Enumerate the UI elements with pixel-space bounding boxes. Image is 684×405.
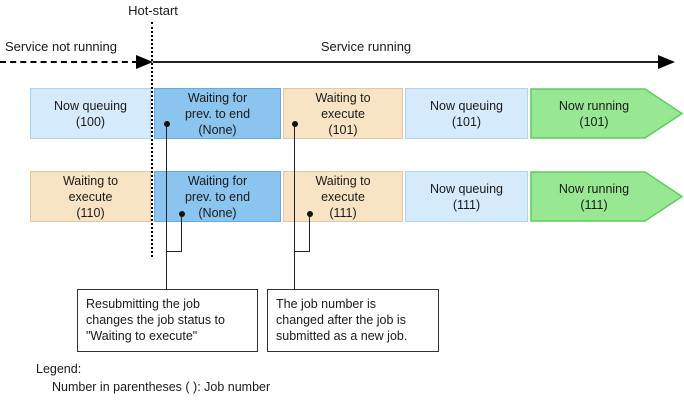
service-running-axis [153, 61, 663, 63]
service-running-label: Service running [320, 39, 412, 54]
connector-dot [292, 121, 298, 127]
connector-dot [179, 211, 185, 217]
callout-text-line: The job number is [276, 297, 377, 311]
segment-waiting-execute-101: Waiting to execute (101) [283, 88, 403, 139]
right-arrowhead-icon [658, 55, 675, 69]
segment-waiting-prev-end-row2: Waiting for prev. to end (None) [154, 171, 281, 222]
right-arrowhead-icon [136, 55, 153, 69]
callout-connector-line [294, 124, 295, 289]
segment-label: (111) [329, 205, 357, 220]
callout-connector-line [309, 214, 310, 252]
callout-connector-line [166, 124, 167, 289]
running-arrow-shape [530, 171, 684, 222]
legend-title: Legend: [36, 362, 82, 376]
segment-label: (100) [75, 114, 106, 129]
segment-label: execute [68, 189, 113, 204]
segment-label: execute [321, 106, 365, 121]
segment-label: Now running [558, 98, 630, 113]
service-not-running-label: Service not running [5, 39, 118, 54]
segment-label: (101) [579, 114, 609, 129]
callout-resubmit-note: Resubmitting the job changes the job sta… [77, 289, 258, 352]
legend-entry: Number in parentheses ( ): Job number [52, 380, 271, 394]
segment-waiting-execute-111: Waiting to execute (111) [283, 171, 403, 222]
segment-waiting-execute-110: Waiting to execute (110) [30, 171, 151, 222]
connector-dot [307, 211, 313, 217]
running-arrow-shape [530, 88, 684, 139]
segment-label: (None) [198, 122, 237, 137]
callout-text-line: submitted as a new job. [276, 329, 408, 343]
segment-label: Waiting for [187, 90, 248, 105]
segment-label: Now running [558, 181, 630, 196]
segment-label: prev. to end [184, 106, 251, 121]
segment-label: Waiting for [187, 173, 248, 188]
callout-job-number-note: The job number is changed after the job … [267, 289, 439, 352]
callout-connector-line [166, 251, 182, 252]
segment-label: (101) [328, 122, 358, 137]
segment-now-queuing-100: Now queuing (100) [30, 88, 151, 139]
hot-start-label: Hot-start [128, 3, 178, 18]
segment-label: Now queuing [430, 181, 503, 196]
callout-text-line: Resubmitting the job [86, 297, 200, 311]
service-not-running-axis [0, 61, 138, 63]
segment-waiting-prev-end-row1: Waiting for prev. to end (None) [154, 88, 281, 139]
segment-label: (101) [451, 114, 482, 129]
segment-now-queuing-101: Now queuing (101) [405, 88, 528, 139]
segment-label: (None) [198, 205, 237, 220]
callout-connector-line [294, 251, 310, 252]
segment-label: (111) [580, 197, 608, 212]
hot-start-divider-line [151, 22, 153, 257]
callout-text-line: "Waiting to execute" [86, 329, 198, 343]
segment-label: prev. to end [184, 189, 251, 204]
connector-dot [164, 121, 170, 127]
segment-label: (110) [76, 205, 105, 220]
segment-label: Now queuing [54, 98, 127, 113]
callout-connector-line [181, 214, 182, 252]
callout-text-line: changes the job status to [86, 313, 225, 327]
segment-label: Waiting to [315, 173, 371, 188]
segment-now-running-111: Now running (111) [530, 171, 684, 222]
segment-now-queuing-111: Now queuing (111) [405, 171, 528, 222]
callout-text-line: changed after the job is [276, 313, 406, 327]
segment-label: (111) [452, 197, 481, 212]
segment-label: execute [321, 189, 365, 204]
segment-label: Now queuing [430, 98, 503, 113]
segment-now-running-101: Now running (101) [530, 88, 684, 139]
segment-label: Waiting to [315, 90, 371, 105]
segment-label: Waiting to [62, 173, 119, 188]
